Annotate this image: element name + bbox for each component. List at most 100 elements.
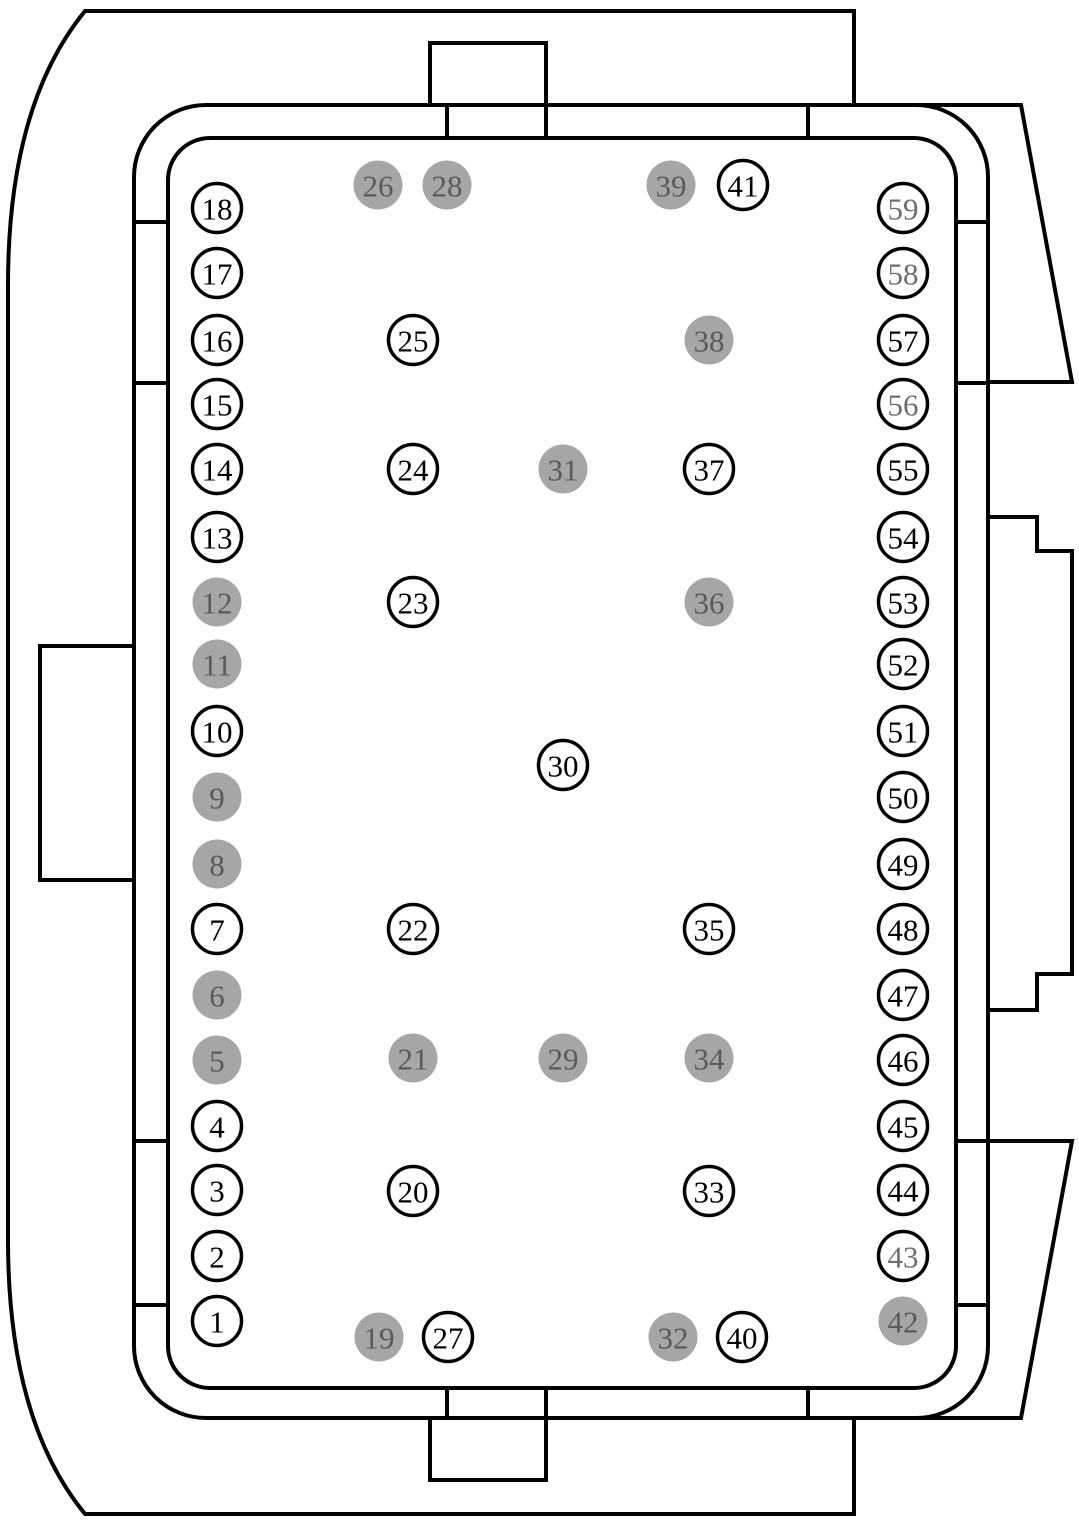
- pin-circle: [876, 1229, 930, 1283]
- top-latch: [428, 41, 548, 105]
- pin-circle: [876, 377, 930, 431]
- pin-layer: 1234567891011121314151617181920212223242…: [190, 158, 930, 1364]
- pin-label: 34: [694, 1042, 726, 1077]
- pin-label: 25: [398, 324, 429, 359]
- pin-circle: [386, 313, 440, 367]
- pin-label: 1: [209, 1305, 225, 1340]
- pin-label: 23: [398, 586, 429, 621]
- pin-label: 41: [728, 169, 759, 204]
- pin-circle: [878, 1296, 928, 1346]
- pin-label: 38: [694, 324, 725, 359]
- pin-10: 10: [190, 704, 244, 758]
- pin-label: 32: [658, 1321, 689, 1356]
- pin-circle: [876, 1099, 930, 1153]
- pin-label: 50: [888, 781, 919, 816]
- pin-56: 56: [876, 377, 930, 431]
- pin-circle: [538, 444, 588, 494]
- pin-48: 48: [876, 902, 930, 956]
- pin-4: 4: [190, 1099, 244, 1153]
- pin-circle: [192, 577, 242, 627]
- pin-19: 19: [354, 1312, 404, 1362]
- pin-circle: [876, 770, 930, 824]
- pin-26: 26: [353, 160, 403, 210]
- pin-label: 8: [209, 848, 225, 883]
- pin-35: 35: [682, 902, 736, 956]
- pin-24: 24: [386, 442, 440, 496]
- pin-circle: [684, 1033, 734, 1083]
- pin-circle: [682, 1164, 736, 1218]
- pin-label: 28: [432, 169, 463, 204]
- pin-label: 21: [398, 1042, 429, 1077]
- pin-17: 17: [190, 246, 244, 300]
- pin-circle: [876, 442, 930, 496]
- pin-27: 27: [421, 1310, 475, 1364]
- pin-circle: [353, 160, 403, 210]
- pin-circle: [682, 442, 736, 496]
- pin-label: 6: [209, 979, 225, 1014]
- pin-59: 59: [876, 181, 930, 235]
- pin-label: 45: [888, 1110, 919, 1145]
- pin-41: 41: [716, 158, 770, 212]
- pin-34: 34: [684, 1033, 734, 1083]
- pin-circle: [682, 902, 736, 956]
- pin-circle: [190, 442, 244, 496]
- pin-circle: [192, 970, 242, 1020]
- connector-housing: [6, 9, 1075, 1516]
- pin-22: 22: [386, 902, 440, 956]
- pin-circle: [190, 1099, 244, 1153]
- pin-label: 36: [694, 586, 725, 621]
- pin-circle: [190, 313, 244, 367]
- pin-label: 9: [209, 781, 225, 816]
- pin-label: 47: [888, 979, 919, 1014]
- pin-circle: [192, 1035, 242, 1085]
- pin-label: 20: [398, 1175, 429, 1210]
- pin-circle: [388, 1033, 438, 1083]
- pin-label: 17: [202, 257, 233, 292]
- pin-5: 5: [192, 1035, 242, 1085]
- pin-label: 16: [202, 324, 233, 359]
- pin-1: 1: [190, 1294, 244, 1348]
- pin-circle: [190, 510, 244, 564]
- pin-circle: [876, 246, 930, 300]
- pin-12: 12: [192, 577, 242, 627]
- pin-label: 43: [888, 1240, 919, 1275]
- pin-label: 27: [433, 1321, 464, 1356]
- pin-28: 28: [422, 160, 472, 210]
- pin-circle: [876, 181, 930, 235]
- pin-circle: [192, 839, 242, 889]
- pin-label: 51: [888, 715, 919, 750]
- pin-circle: [386, 1164, 440, 1218]
- pin-label: 37: [694, 453, 725, 488]
- pin-32: 32: [648, 1312, 698, 1362]
- pin-44: 44: [876, 1163, 930, 1217]
- pin-51: 51: [876, 704, 930, 758]
- pin-50: 50: [876, 770, 930, 824]
- pin-label: 12: [202, 586, 233, 621]
- pin-circle: [190, 704, 244, 758]
- pin-circle: [876, 637, 930, 691]
- pin-label: 44: [888, 1174, 920, 1209]
- pin-label: 52: [888, 648, 919, 683]
- pin-circle: [538, 1033, 588, 1083]
- pin-13: 13: [190, 510, 244, 564]
- pin-6: 6: [192, 970, 242, 1020]
- pin-circle: [646, 160, 696, 210]
- pin-circle: [422, 160, 472, 210]
- pin-37: 37: [682, 442, 736, 496]
- pin-36: 36: [684, 577, 734, 627]
- pin-label: 18: [202, 192, 233, 227]
- pin-53: 53: [876, 575, 930, 629]
- outer-shell-outline: [6, 9, 1075, 1516]
- pin-16: 16: [190, 313, 244, 367]
- bottom-latch: [428, 1418, 548, 1482]
- pin-2: 2: [190, 1229, 244, 1283]
- pin-label: 54: [888, 521, 920, 556]
- pin-circle: [715, 1310, 769, 1364]
- frame-ribs: [134, 105, 988, 1418]
- pin-label: 19: [364, 1321, 395, 1356]
- pin-54: 54: [876, 510, 930, 564]
- pin-label: 15: [202, 388, 233, 423]
- pin-circle: [876, 575, 930, 629]
- pin-circle: [190, 1163, 244, 1217]
